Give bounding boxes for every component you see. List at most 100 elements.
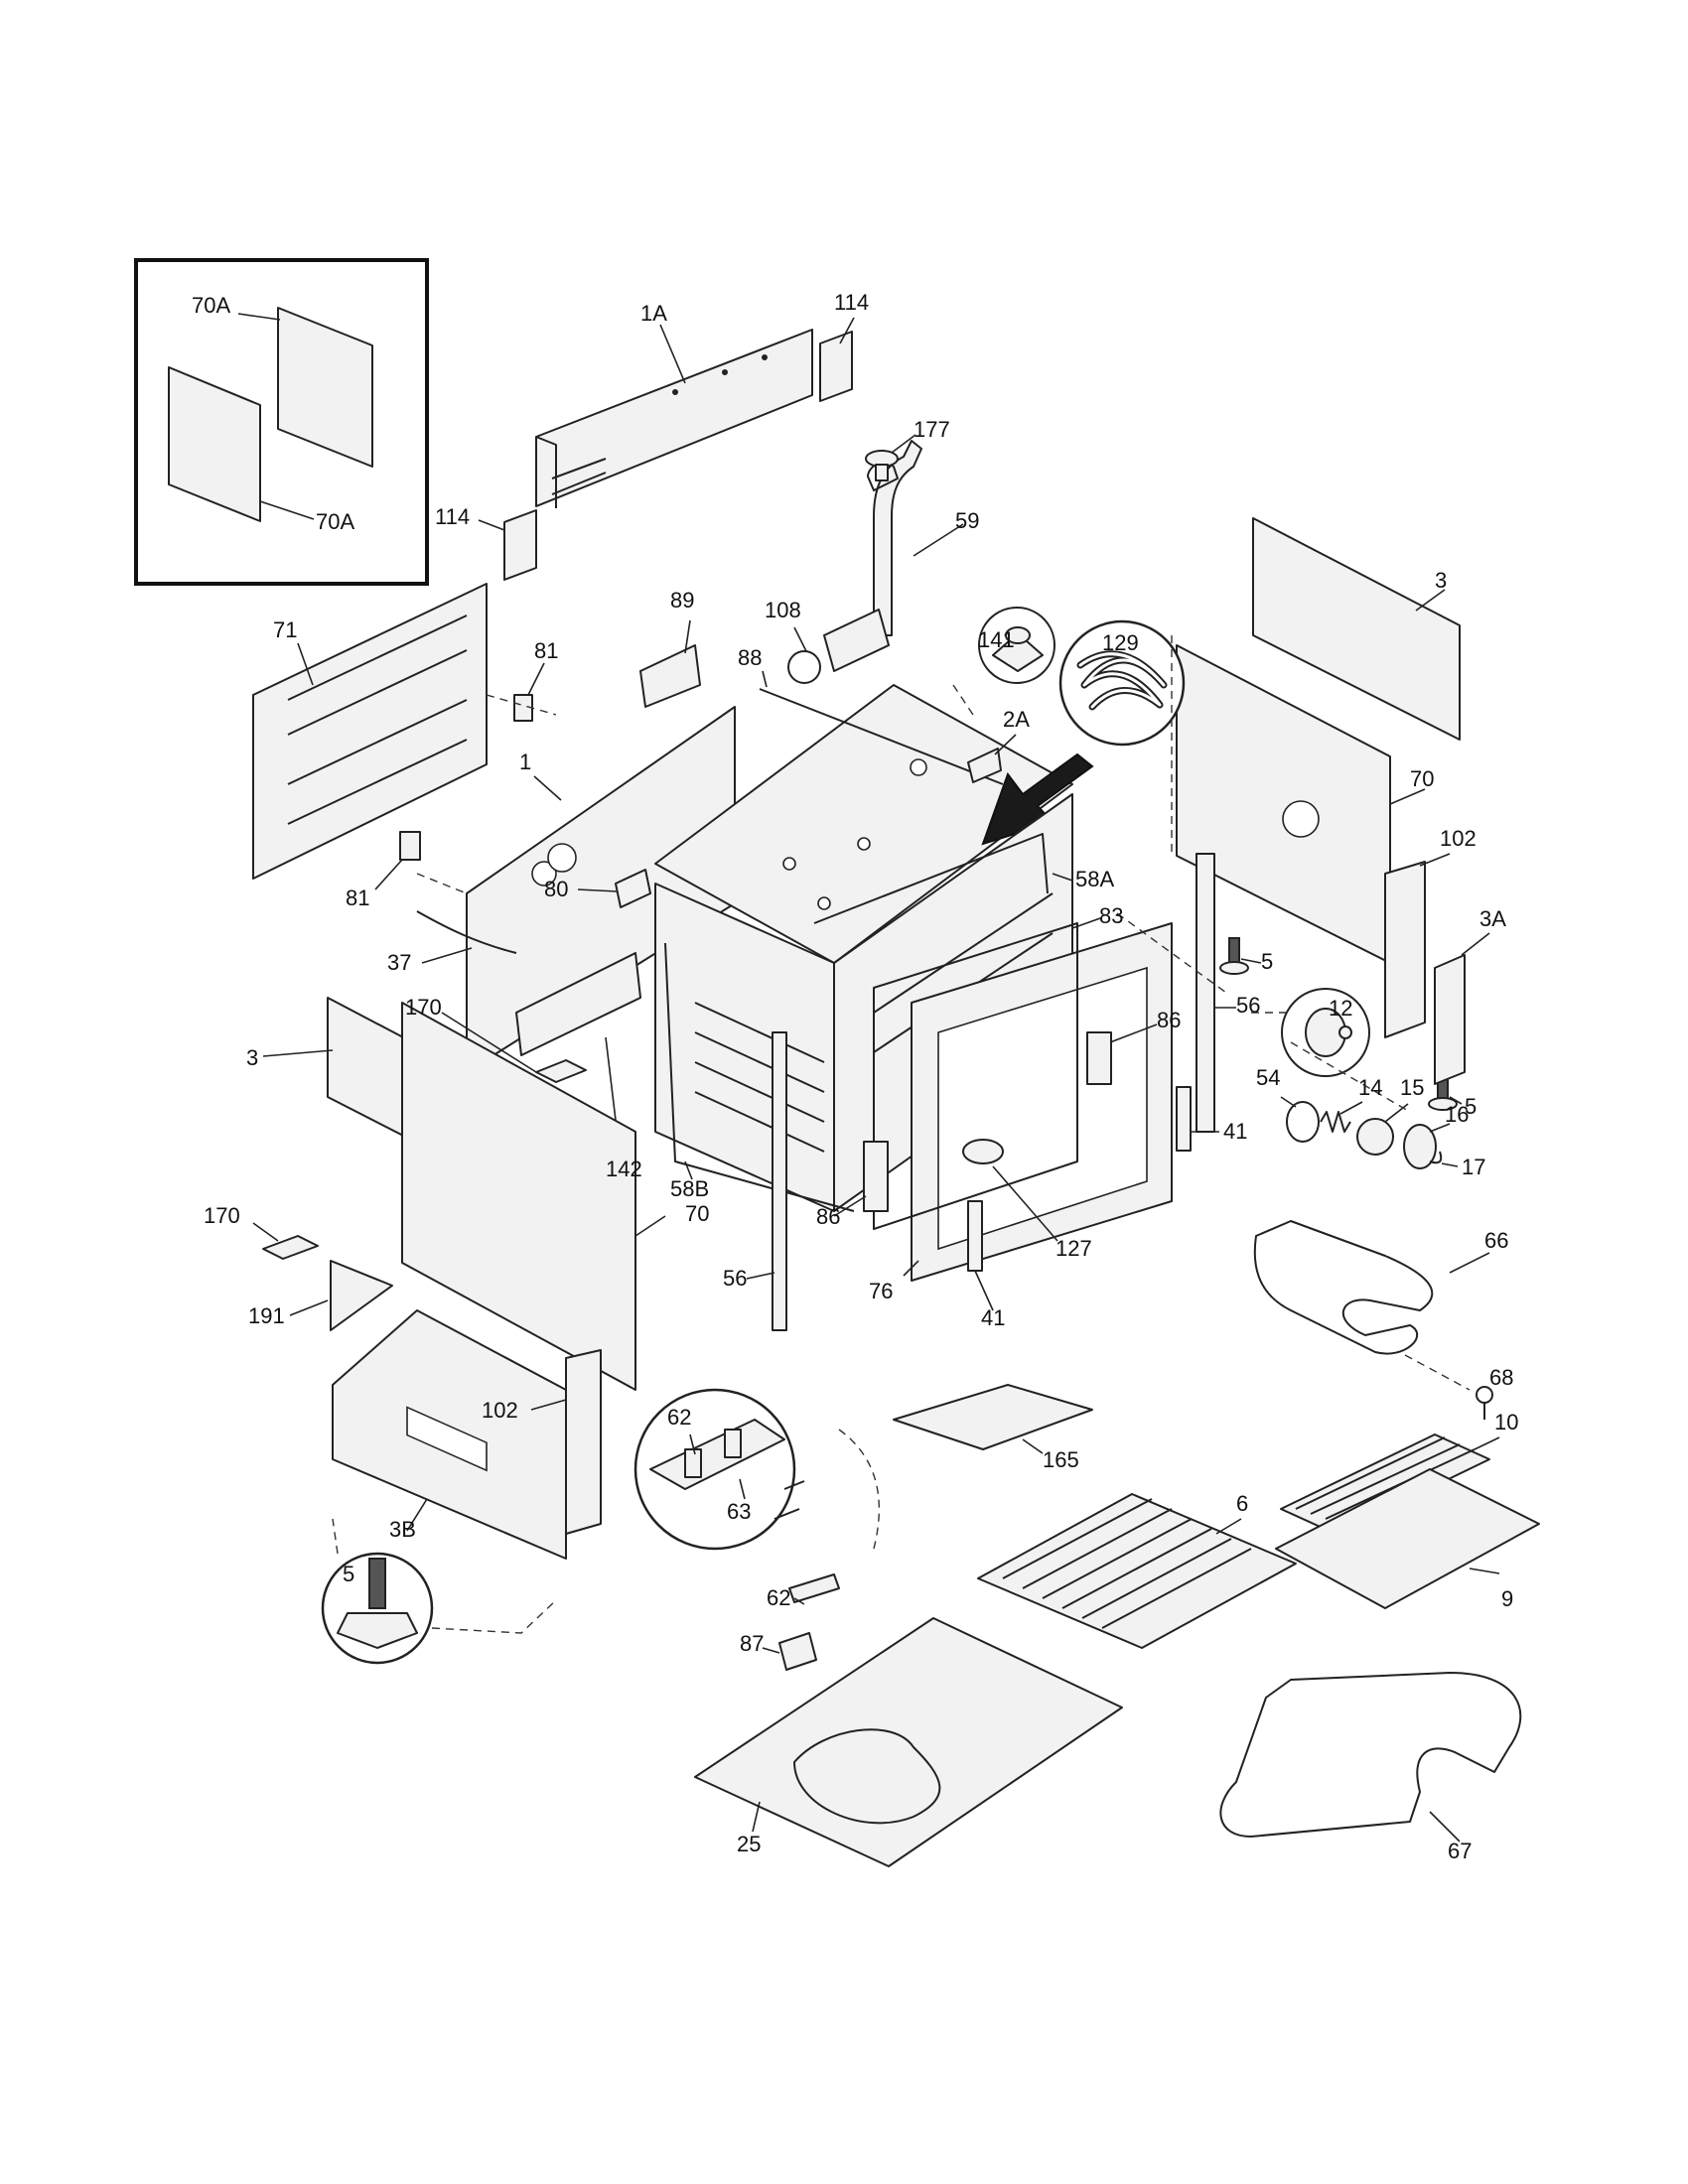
callout-label: 5: [343, 1562, 354, 1586]
callout-label: 70: [1410, 766, 1434, 791]
bracket-62-small: [788, 1573, 840, 1605]
side-panel-71: [252, 583, 488, 880]
panel-70-left: [401, 1002, 666, 1391]
strip-56-front: [746, 1031, 787, 1331]
rail-88: [759, 670, 1004, 785]
callout-label: 58B: [670, 1176, 709, 1201]
broil-pan-9: [1275, 1468, 1540, 1609]
callout-label: 17: [1462, 1155, 1485, 1179]
light-bulb-15: [1356, 1103, 1409, 1156]
oven-rack-6: [977, 1493, 1297, 1649]
side-panel-insulation-70a-upper: [277, 307, 373, 468]
callout-label: 86: [1157, 1008, 1181, 1032]
callout-label: 129: [1102, 630, 1139, 655]
wire-17: [1429, 1151, 1459, 1167]
callout-label: 114: [435, 504, 470, 529]
callout-label: 142: [606, 1157, 642, 1181]
inset-box-70a: [134, 258, 429, 586]
gasket-coil-129-callout: [981, 619, 1186, 846]
bracket-191: [289, 1260, 393, 1331]
callout-label: 80: [544, 877, 568, 901]
pad-170-upper: [441, 1012, 587, 1083]
leveling-leg-5-lower: [1428, 1071, 1463, 1111]
broil-pan-insert-10: [1280, 1433, 1500, 1535]
door-frame-76: [903, 922, 1173, 1282]
callout-label: 165: [1043, 1447, 1079, 1472]
callout-label: 63: [727, 1499, 751, 1524]
hinge-86-right: [1086, 1024, 1158, 1085]
callout-label: 10: [1494, 1410, 1518, 1434]
callout-label: 71: [273, 617, 297, 642]
callout-label: 170: [405, 995, 442, 1020]
gasket-58b: [664, 942, 855, 1212]
bracket-81-lower: [374, 831, 421, 890]
callout-label: 141: [978, 627, 1015, 652]
callout-label: 70A: [192, 293, 230, 318]
callout-label: 41: [981, 1305, 1005, 1330]
strip-56-side: [1196, 853, 1236, 1133]
leveling-leg-5-upper: [1219, 937, 1262, 975]
leveling-leg-5-callout: [321, 1518, 557, 1665]
callout-label: 5: [1261, 949, 1273, 974]
callout-label: 3: [1435, 568, 1447, 593]
callout-label: 68: [1489, 1365, 1513, 1390]
callout-label: 70: [685, 1201, 709, 1226]
callout-label: 81: [534, 638, 558, 663]
light-spring-14: [1320, 1101, 1363, 1133]
clip-68: [1404, 1354, 1493, 1420]
pad-170-lower: [252, 1222, 319, 1260]
callout-label: 2A: [1003, 707, 1030, 732]
light-socket-127: [962, 1139, 1058, 1242]
callout-label: 9: [1501, 1586, 1513, 1611]
oven-top-panel: [654, 684, 1073, 964]
oven-liner-165: [893, 1384, 1093, 1454]
base-panel-3b: [332, 1309, 567, 1560]
callout-label: 37: [387, 950, 411, 975]
callout-label: 170: [204, 1203, 240, 1228]
callout-label: 86: [816, 1204, 840, 1229]
bottom-panel-25: [694, 1617, 1123, 1867]
rear-panel-3-right: [1252, 517, 1461, 741]
callout-label: 89: [670, 588, 694, 613]
callout-label: 1: [519, 750, 531, 774]
bracket-3a: [1434, 932, 1490, 1085]
light-12-callout: [1251, 988, 1370, 1077]
bracket-81-upper: [513, 662, 545, 722]
callout-label: 15: [1400, 1075, 1424, 1100]
callout-label: 62: [767, 1585, 790, 1610]
vent-cap-177: [865, 434, 916, 481]
latch-assembly-89: [639, 619, 701, 708]
light-lens-16: [1403, 1123, 1451, 1169]
callout-label: 88: [738, 645, 762, 670]
callout-label: 59: [955, 508, 979, 533]
bake-element-67: [1219, 1672, 1522, 1843]
rear-panel-70-right: [1176, 644, 1426, 964]
thermostat-141-callout: [952, 607, 1055, 716]
callout-label: 58A: [1075, 867, 1114, 891]
top-rear-trim-1a: [535, 324, 813, 508]
dashed-guides: [416, 635, 1411, 1113]
bracket-102-right: [1384, 853, 1451, 1038]
bracket-87: [762, 1632, 817, 1671]
cooling-fan-108: [787, 609, 890, 684]
callout-label: 67: [1448, 1839, 1472, 1863]
callout-label: 1A: [640, 301, 667, 326]
callout-label: 54: [1256, 1065, 1280, 1090]
callout-labels: 70A 70A 114 114 1A 177 59 3 71 81 81 89 …: [192, 290, 1518, 1863]
light-ring-54: [1280, 1096, 1320, 1143]
callout-label: 81: [346, 886, 369, 910]
callout-label: 66: [1484, 1228, 1508, 1253]
bracket-114-left: [478, 509, 537, 581]
callout-label: 70A: [316, 509, 354, 534]
hinge-86-left: [833, 1141, 889, 1217]
callout-label: 87: [740, 1631, 764, 1656]
callout-label: 56: [723, 1266, 747, 1291]
bracket-62-callout: [633, 1388, 881, 1551]
callout-label: 191: [248, 1303, 285, 1328]
wire-harness-37: [416, 910, 517, 964]
bracket-102-left: [530, 1349, 602, 1535]
callout-label: 16: [1445, 1102, 1469, 1127]
callout-label: 41: [1223, 1119, 1247, 1144]
side-panel-1: [466, 706, 736, 1073]
